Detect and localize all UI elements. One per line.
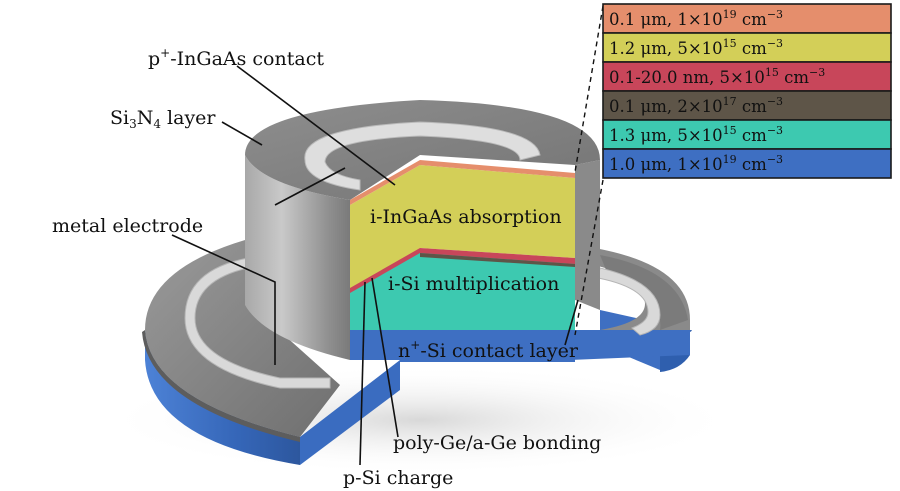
label-contact-pre: p xyxy=(148,48,160,70)
leader-metal xyxy=(171,234,276,365)
leader-metal-b xyxy=(274,167,346,206)
label-sin-layer: Si3N4 layer xyxy=(110,107,216,131)
leader-charge xyxy=(359,281,366,466)
cut-right-absorption xyxy=(420,165,575,258)
cut-left-bonding xyxy=(350,248,420,293)
legend-unit: cm xyxy=(779,68,809,87)
label-sin-a: Si xyxy=(110,107,129,129)
legend-layer-label: 0.1 μm, 2×1017 cm−3 xyxy=(609,95,783,116)
label-metal-electrode: metal electrode xyxy=(52,215,203,237)
legend-layer-label: 1.2 μm, 5×1015 cm−3 xyxy=(609,37,783,58)
label-ncontact-post: -Si contact layer xyxy=(420,340,579,362)
metal-electrode-ring-left xyxy=(184,257,331,389)
label-charge: p-Si charge xyxy=(343,467,453,489)
legend-layer-swatch xyxy=(602,61,892,92)
leader-lines xyxy=(171,65,579,466)
legend-exp: 19 xyxy=(723,8,737,21)
label-bonding: poly-Ge/a-Ge bonding xyxy=(393,432,601,454)
legend-uexp: −3 xyxy=(767,153,783,166)
leader-bonding xyxy=(371,277,399,438)
cut-right-bonding xyxy=(420,248,575,264)
legend-unit: cm xyxy=(737,126,767,145)
mesa-cylinder-side xyxy=(245,155,350,360)
legend-unit: cm xyxy=(737,10,767,29)
cut-right-multiplication xyxy=(420,250,575,330)
legend-thick: 0.1 μm, 2×10 xyxy=(609,97,723,116)
legend-thick: 1.3 μm, 5×10 xyxy=(609,126,723,145)
legend-uexp: −3 xyxy=(767,95,783,108)
label-contact-post: -InGaAs contact xyxy=(170,48,324,70)
leader-sin xyxy=(221,121,263,146)
legend-uexp: −3 xyxy=(767,124,783,137)
leader-ncontact xyxy=(564,299,579,346)
legend-thick: 1.2 μm, 5×10 xyxy=(609,39,723,58)
mesa-rim-left xyxy=(142,330,300,442)
label-sin-sub1: 3 xyxy=(129,117,137,131)
top-contact-ring xyxy=(304,121,541,191)
legend-exp: 19 xyxy=(723,153,737,166)
legend-layer-swatch xyxy=(602,32,892,63)
legend-thick: 0.1-20.0 nm, 5×10 xyxy=(609,68,765,87)
label-ncontact-sup: + xyxy=(410,338,420,352)
legend-unit: cm xyxy=(737,97,767,116)
label-p-ingaas-contact: p+-InGaAs contact xyxy=(148,46,324,70)
label-sin-b: N xyxy=(137,107,154,129)
cut-left-contact xyxy=(350,160,420,205)
label-absorption: i-InGaAs absorption xyxy=(370,206,562,228)
cut-left-substrate xyxy=(350,330,400,360)
legend-stack: 0.1 μm, 1×1019 cm−31.2 μm, 5×1015 cm−30.… xyxy=(602,3,892,179)
legend-layer-label: 1.3 μm, 5×1015 cm−3 xyxy=(609,124,783,145)
legend-exp: 15 xyxy=(765,66,779,79)
legend-exp: 15 xyxy=(723,37,737,50)
legend-layer-swatch xyxy=(602,119,892,150)
leader-contact xyxy=(236,65,396,186)
legend-layer-swatch xyxy=(602,148,892,179)
mesa-cylinder-side-right xyxy=(575,160,600,310)
legend-layer-label: 0.1-20.0 nm, 5×1015 cm−3 xyxy=(609,66,825,87)
dash-top xyxy=(574,5,604,173)
legend-exp: 15 xyxy=(723,124,737,137)
legend-layer-swatch xyxy=(602,3,892,34)
label-ncontact-pre: n xyxy=(398,340,410,362)
metal-electrode-ring-right xyxy=(597,267,661,336)
cut-right-charge xyxy=(420,253,575,267)
legend-unit: cm xyxy=(737,155,767,174)
label-n-si-contact: n+-Si contact layer xyxy=(398,338,579,362)
legend-layer-label: 1.0 μm, 1×1019 cm−3 xyxy=(609,153,783,174)
label-contact-sup: + xyxy=(160,46,170,60)
legend-layer-swatch xyxy=(602,90,892,121)
substrate-side-front xyxy=(300,360,400,465)
legend-uexp: −3 xyxy=(767,37,783,50)
legend-layer-label: 0.1 μm, 1×1019 cm−3 xyxy=(609,8,783,29)
legend-uexp: −3 xyxy=(767,8,783,21)
legend-exp: 17 xyxy=(723,95,737,108)
legend-uexp: −3 xyxy=(809,66,825,79)
cut-right-substrate xyxy=(400,330,575,362)
legend-thick: 1.0 μm, 1×10 xyxy=(609,155,723,174)
label-sin-sub2: 4 xyxy=(153,117,161,131)
cut-left-multiplication xyxy=(350,250,420,330)
cut-right-contact xyxy=(420,160,575,178)
label-sin-c: layer xyxy=(161,107,216,129)
legend-thick: 0.1 μm, 1×10 xyxy=(609,10,723,29)
legend-dashed-leaders xyxy=(574,5,604,336)
label-multiplication: i-Si multiplication xyxy=(388,273,559,295)
legend-unit: cm xyxy=(737,39,767,58)
